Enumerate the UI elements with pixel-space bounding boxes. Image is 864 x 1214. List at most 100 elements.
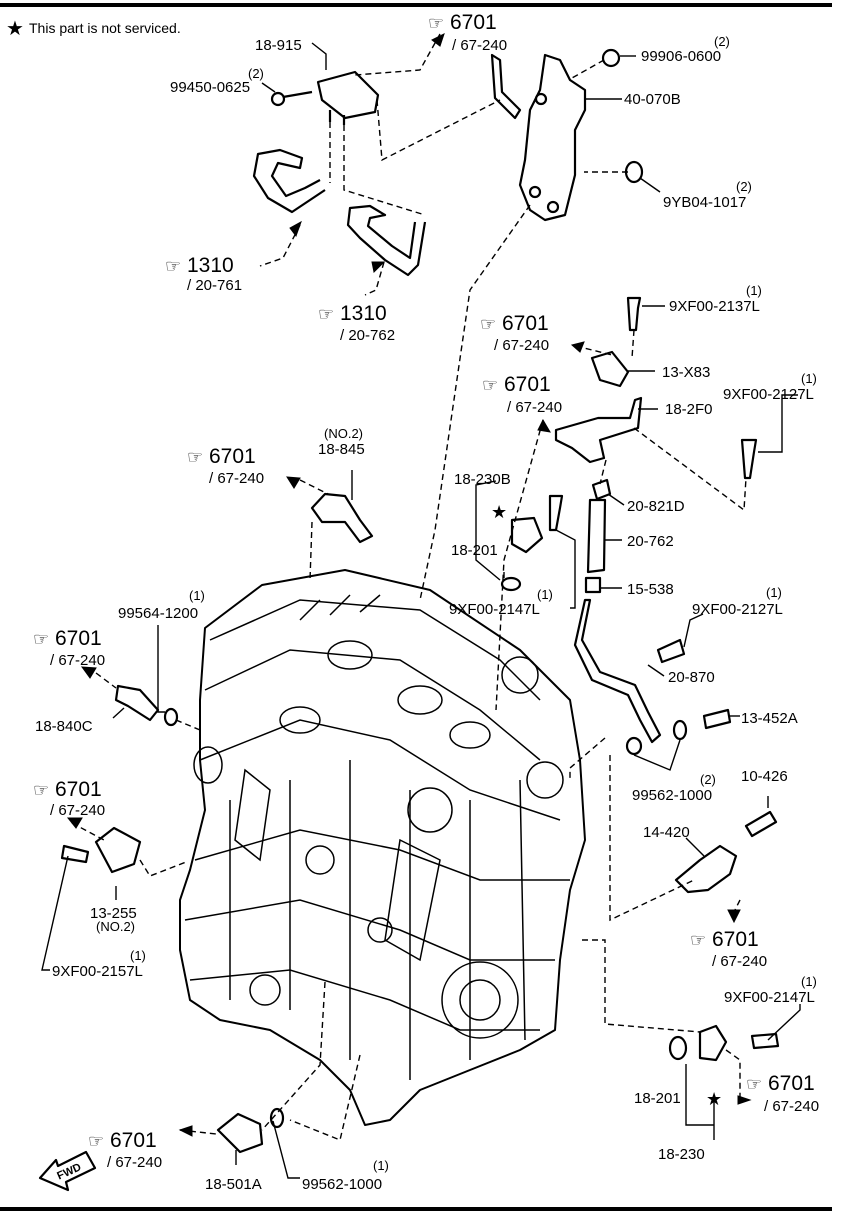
- ref-icon: ☞: [480, 314, 496, 334]
- ref-number: 6701: [55, 627, 102, 650]
- bolt-9XF00-2157L-shape: [60, 844, 90, 864]
- ref-6701-14-420: ☞ 6701 / 67-240: [690, 928, 767, 970]
- part-code: 10-426: [741, 768, 788, 785]
- bolt-13-452A-shape: [702, 708, 732, 730]
- part-code: 13-452A: [741, 710, 798, 727]
- part-code: 9XF00-2147L: [724, 989, 815, 1006]
- ref-icon: ☞: [318, 304, 334, 324]
- part-code: 15-538: [627, 581, 674, 598]
- ref-sub: / 67-240: [50, 652, 105, 669]
- part-code: 99450-0625: [170, 79, 250, 96]
- part-code: 20-870: [668, 669, 715, 686]
- ref-icon: ☞: [428, 13, 444, 33]
- part-18-915-shape: [270, 70, 380, 125]
- engine-block: [179, 569, 586, 1126]
- ref-6701-18-840C: ☞ 6701 / 67-240: [33, 627, 105, 669]
- ref-number: 6701: [768, 1072, 815, 1095]
- ref-icon: ☞: [746, 1074, 762, 1094]
- ref-icon: ☞: [482, 375, 498, 395]
- fwd-arrow: FWD: [38, 1150, 97, 1192]
- ref-icon: ☞: [33, 780, 49, 800]
- bracket-hole-3: [546, 200, 560, 214]
- star-18-230B-icon: ★: [491, 502, 507, 522]
- hose-20-762-right-shape: [586, 498, 607, 574]
- clamp-20-821D-shape: [591, 478, 612, 501]
- ref-6701-18-845: ☞ 6701 / 67-240: [187, 445, 264, 487]
- part-qty: (1): [373, 1158, 389, 1173]
- ref-number: 6701: [209, 445, 256, 468]
- ref-sub: / 67-240: [507, 399, 562, 416]
- ref-sub: / 20-761: [187, 277, 242, 294]
- ref-6701-18-501A: ☞ 6701 / 67-240: [88, 1129, 162, 1171]
- ref-number: 1310: [187, 254, 234, 277]
- ref-icon: ☞: [88, 1131, 104, 1151]
- top-rule: [0, 3, 832, 7]
- bracket-40-070B-shape: [518, 53, 587, 222]
- part-code: 40-070B: [624, 91, 681, 108]
- note-text: This part is not serviced.: [29, 20, 181, 36]
- ref-sub: / 67-240: [494, 337, 549, 354]
- ref-icon: ☞: [33, 629, 49, 649]
- ref-sub: / 20-762: [340, 327, 395, 344]
- star-18-230-icon: ★: [706, 1089, 722, 1109]
- ref-6701-18-230B: ☞ 6701 / 67-240: [482, 373, 562, 416]
- ref-icon: ☞: [690, 930, 706, 950]
- bracket-18-2F0-shape: [554, 396, 643, 464]
- hose-20-762-shape: [346, 204, 427, 277]
- part-qty: (1): [130, 948, 146, 963]
- part-code: 18-201: [451, 542, 498, 559]
- bolt-9XF00-2127L-upper-shape: [740, 438, 758, 480]
- ref-sub: / 67-240: [712, 953, 767, 970]
- ref-6701-13-255: ☞ 6701 / 67-240: [33, 778, 105, 819]
- part-code: 18-501A: [205, 1176, 262, 1193]
- part-code: 9YB04-1017: [663, 194, 746, 211]
- ref-sub: / 67-240: [764, 1098, 819, 1115]
- sensor-18-840C-shape: [114, 684, 160, 722]
- hose-20-761-shape: [252, 148, 326, 214]
- part-code: 99564-1200: [118, 605, 198, 622]
- bolt-9XF00-2127L-lower-shape: [656, 638, 686, 664]
- part-code: 9XF00-2147L: [449, 601, 540, 618]
- part-qty: (1): [801, 974, 817, 989]
- part-code: 14-420: [643, 824, 690, 841]
- bracket-hole-2: [528, 185, 542, 199]
- service-note: ★ This part is not serviced.: [6, 18, 181, 40]
- sensor-18-230-shape: [698, 1024, 728, 1062]
- gasket-99564-1200-shape: [163, 707, 179, 727]
- part-code: 9XF00-2127L: [723, 386, 814, 403]
- part-qty: (2): [248, 66, 264, 81]
- ref-6701-18-230: ☞ 6701 / 67-240: [746, 1072, 819, 1115]
- part-qty: (2): [714, 34, 730, 49]
- part-code: 99906-0600: [641, 48, 721, 65]
- bolt-9XF00-2137L-shape: [626, 296, 642, 332]
- ref-6701-13-X83: ☞ 6701 / 67-240: [480, 312, 549, 354]
- ref-number: 6701: [504, 373, 551, 396]
- bolt-10-426-shape: [744, 810, 778, 838]
- part-code: 9XF00-2137L: [669, 298, 760, 315]
- ref-number: 6701: [450, 11, 497, 34]
- ref-6701-top: ☞ 6701 / 67-240: [428, 11, 507, 54]
- o-ring-18-201-upper: [500, 576, 522, 592]
- gasket-99562-1000-b: [672, 719, 688, 741]
- ref-1310-b: ☞ 1310 / 20-762: [318, 302, 395, 344]
- part-qty: (1): [746, 283, 762, 298]
- ref-number: 6701: [110, 1129, 157, 1152]
- ref-sub: / 67-240: [50, 802, 105, 819]
- ref-sub: / 67-240: [452, 37, 507, 54]
- bolt-9XF00-2147L-lower-shape: [750, 1032, 780, 1050]
- part-code: 18-230B: [454, 471, 511, 488]
- part-code: 18-915: [255, 37, 302, 54]
- part-qty: (1): [537, 587, 553, 602]
- gasket-99562-1000-a: [625, 736, 643, 756]
- part-code: 99562-1000: [632, 787, 712, 804]
- ref-sub: / 67-240: [209, 470, 264, 487]
- sensor-13-X83-shape: [590, 350, 630, 388]
- bolt-9XF00-2147L-upper-shape: [548, 494, 564, 532]
- part-code: 13-X83: [662, 364, 710, 381]
- ref-icon: ☞: [187, 447, 203, 467]
- part-code: 18-230: [658, 1146, 705, 1163]
- washer-9YB04-1017-shape: [624, 160, 644, 184]
- leader-lines: [41, 33, 801, 1179]
- bracket-hole-1: [534, 92, 548, 106]
